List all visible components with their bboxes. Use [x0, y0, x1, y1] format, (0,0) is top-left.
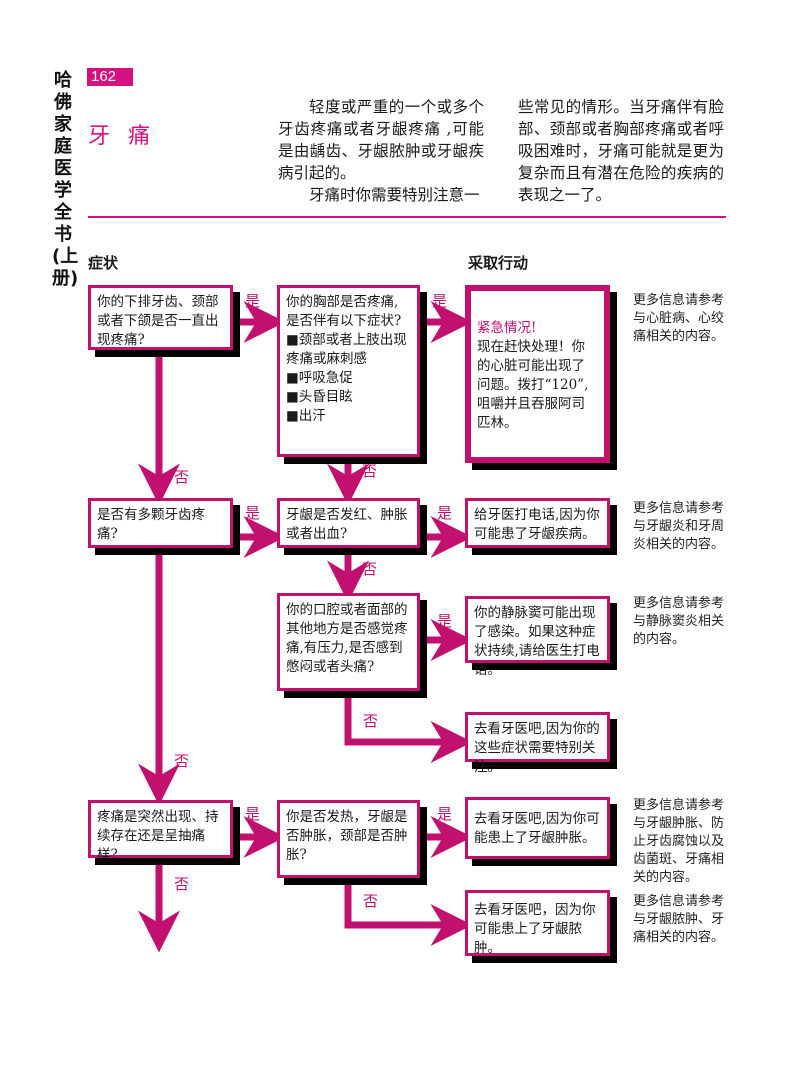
yes-label: 是 [437, 504, 453, 522]
yes-label: 是 [245, 504, 261, 522]
arrow-q3a-no [344, 876, 473, 946]
action-emergency: 紧急情况! 现在赶快处理！你的心脏可能出现了问题。拨打“120”,咀嚼并且吞服阿… [465, 285, 610, 463]
arrow-q2b-no [344, 692, 473, 763]
question-face-pressure: 你的口腔或者面部的其他地方是否感觉疼痛,有压力,是否感到憋闷或者头痛? [277, 593, 420, 691]
no-label: 否 [363, 892, 379, 910]
question-chest-pain: 你的胸部是否疼痛,是否伴有以下症状? 颈部或者上肢出现疼痛或麻刺感 呼吸急促 头… [277, 285, 420, 457]
more-info-note: 更多信息请参考与牙龈炎和牙周炎相关的内容。 [633, 501, 725, 552]
no-label: 否 [174, 752, 190, 770]
action-gum-abscess: 去看牙医吧，因为你可能患上了牙龈脓肿。 [465, 890, 610, 956]
question-text: 牙龈是否发红、肿胀或者出血? [286, 507, 408, 542]
symptom-bullet: 头昏目眩 [286, 388, 411, 407]
action-call-dentist: 给牙医打电话,因为你可能患了牙龈疾病。 [465, 498, 610, 548]
intro-paragraph: 些常见的情形。当牙痛伴有脸部、颈部或者胸部疼痛或者呼吸困难时，牙痛可能就是更为复… [518, 98, 724, 204]
more-info-note: 更多信息请参考与静脉窦炎相关的内容。 [633, 596, 725, 647]
header-divider [88, 216, 726, 218]
question-text: 你的口腔或者面部的其他地方是否感觉疼痛,有压力,是否感到憋闷或者头痛? [286, 602, 408, 675]
action-gum-swelling: 去看牙医吧,因为你可能患上了牙龈肿胀。 [465, 797, 610, 859]
action-see-dentist: 去看牙医吧,因为你的这些症状需要特别关注。 [465, 712, 610, 775]
yes-label: 是 [245, 292, 261, 310]
question-jaw-pain: 你的下排牙齿、颈部或者下颌是否一直出现疼痛? [88, 285, 233, 350]
chapter-title: 牙痛 [88, 124, 169, 149]
more-info-note: 更多信息请参考与心脏病、心绞痛相关的内容。 [633, 293, 725, 344]
action-text: 给牙医打电话,因为你可能患了牙龈疾病。 [474, 507, 600, 542]
yes-label: 是 [432, 292, 448, 310]
intro-column-1: 轻度或严重的一个或多个牙齿疼痛或者牙龈疼痛 ,可能是由龋齿、牙龈脓肿或牙龈疾病引… [278, 96, 484, 206]
action-text: 去看牙医吧,因为你可能患上了牙龈肿胀。 [474, 811, 600, 846]
action-text: 去看牙医吧,因为你的这些症状需要特别关注。 [474, 721, 600, 775]
intro-paragraph: 轻度或严重的一个或多个牙齿疼痛或者牙龈疼痛 ,可能是由龋齿、牙龈脓肿或牙龈疾病引… [278, 98, 484, 182]
action-text: 去看牙医吧，因为你可能患上了牙龈脓肿。 [474, 902, 596, 956]
no-label: 否 [174, 468, 190, 486]
question-text: 你的下排牙齿、颈部或者下颌是否一直出现疼痛? [97, 294, 219, 348]
yes-label: 是 [437, 612, 453, 630]
intro-column-2: 些常见的情形。当牙痛伴有脸部、颈部或者胸部疼痛或者呼吸困难时，牙痛可能就是更为复… [518, 96, 724, 206]
no-label: 否 [174, 875, 190, 893]
more-info-note: 更多信息请参考与牙龈肿胀、防止牙齿腐蚀以及齿菌斑、牙痛相关的内容。 [633, 798, 725, 885]
question-text: 疼痛是突然出现、持续存在还是呈抽痛样? [97, 809, 219, 863]
emergency-label: 紧急情况! [477, 320, 537, 336]
symptom-bullet: 呼吸急促 [286, 369, 411, 388]
page-number: 162 [87, 68, 133, 86]
question-text: 你的胸部是否疼痛,是否伴有以下症状? [286, 294, 402, 329]
no-label: 否 [362, 560, 378, 578]
symptom-bullet: 出汗 [286, 407, 411, 426]
question-text: 你是否发热，牙龈是否肿胀，颈部是否肿胀? [286, 809, 408, 863]
question-sudden-pain: 疼痛是突然出现、持续存在还是呈抽痛样? [88, 800, 233, 863]
question-multiple-teeth: 是否有多颗牙齿疼痛? [88, 498, 233, 548]
intro-paragraph: 牙痛时你需要特别注意一 [309, 186, 480, 204]
symptoms-header: 症状 [88, 254, 119, 272]
yes-label: 是 [437, 805, 453, 823]
no-label: 否 [362, 462, 378, 480]
more-info-note: 更多信息请参考与牙龈脓肿、牙痛相关的内容。 [633, 894, 725, 945]
question-text: 是否有多颗牙齿疼痛? [97, 507, 205, 542]
action-text: 现在赶快处理！你的心脏可能出现了问题。拨打“120”,咀嚼并且吞服阿司匹林。 [477, 339, 589, 431]
action-text: 你的静脉窦可能出现了感染。如果这种症状持续,请给医生打电话。 [474, 605, 600, 678]
question-fever-swelling: 你是否发热，牙龈是否肿胀，颈部是否肿胀? [277, 800, 420, 878]
question-gum-red: 牙龈是否发红、肿胀或者出血? [277, 498, 420, 548]
symptom-bullet: 颈部或者上肢出现疼痛或麻刺感 [286, 331, 411, 369]
action-sinus: 你的静脉窦可能出现了感染。如果这种症状持续,请给医生打电话。 [465, 596, 610, 678]
no-label: 否 [363, 712, 379, 730]
yes-label: 是 [245, 805, 261, 823]
action-header: 采取行动 [468, 254, 529, 272]
book-title-vertical: 哈佛家庭医学全书(上册) [52, 70, 79, 289]
